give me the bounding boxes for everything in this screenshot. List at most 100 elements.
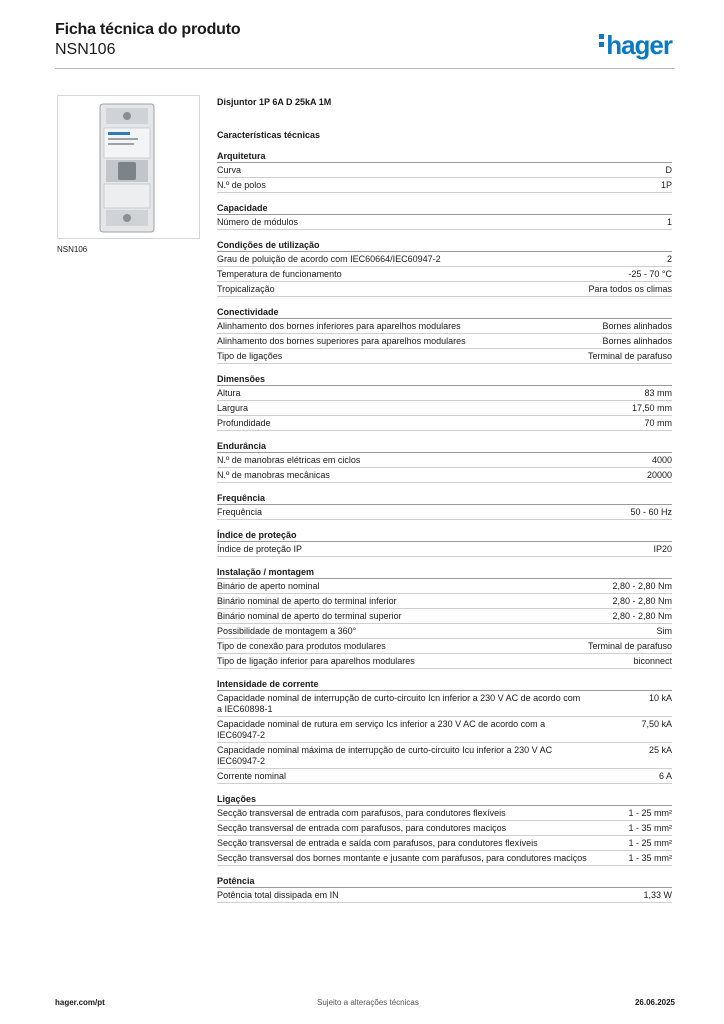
spec-value: 20000 — [646, 469, 672, 480]
page-header: Ficha técnica do produto NSN106 hager — [55, 20, 675, 70]
spec-label: Secção transversal de entrada com parafu… — [217, 807, 506, 818]
spec-value: IP20 — [653, 543, 672, 554]
spec-row: N.º de manobras elétricas em ciclos 4000 — [217, 453, 672, 468]
spec-label: Alinhamento dos bornes superiores para a… — [217, 335, 466, 346]
logo-text: hager — [606, 30, 673, 60]
spec-value: 10 kA — [648, 692, 672, 703]
spec-row: Secção transversal de entrada com parafu… — [217, 821, 672, 836]
spec-value: 1,33 W — [643, 889, 672, 900]
spec-row: Potência total dissipada em IN 1,33 W — [217, 888, 672, 903]
spec-row: Tipo de ligação inferior para aparelhos … — [217, 654, 672, 669]
spec-value: -25 - 70 °C — [628, 268, 672, 279]
spec-value: 2,80 - 2,80 Nm — [612, 610, 672, 621]
product-image — [57, 95, 200, 239]
spec-label: Tipo de ligação inferior para aparelhos … — [217, 655, 415, 666]
spec-group-title: Instalação / montagem — [217, 566, 672, 579]
spec-row: Binário nominal de aperto do terminal su… — [217, 609, 672, 624]
spec-label: Temperatura de funcionamento — [217, 268, 342, 279]
spec-row: Alinhamento dos bornes inferiores para a… — [217, 319, 672, 334]
footer-website[interactable]: hager.com/pt — [55, 998, 105, 1007]
spec-label: Largura — [217, 402, 249, 413]
spec-row: Número de módulos 1 — [217, 215, 672, 230]
spec-label: N.º de manobras mecânicas — [217, 469, 330, 480]
spec-value: 6 A — [658, 770, 672, 781]
spec-value: 50 - 60 Hz — [630, 506, 672, 517]
spec-row: Largura 17,50 mm — [217, 401, 672, 416]
spec-group-title: Endurância — [217, 440, 672, 453]
spec-value: 17,50 mm — [631, 402, 672, 413]
image-caption: NSN106 — [57, 245, 88, 254]
spec-row: Temperatura de funcionamento -25 - 70 °C — [217, 267, 672, 282]
spec-label: Capacidade nominal de rutura em serviço … — [217, 718, 546, 740]
spec-row: Curva D — [217, 163, 672, 178]
spec-row: Altura 83 mm — [217, 386, 672, 401]
header-divider — [55, 68, 675, 69]
spec-group-title: Índice de proteção — [217, 529, 672, 542]
spec-label: Corrente nominal — [217, 770, 287, 781]
spec-label: Profundidade — [217, 417, 271, 428]
spec-row: N.º de manobras mecânicas 20000 — [217, 468, 672, 483]
spec-row: Capacidade nominal de rutura em serviço … — [217, 717, 672, 743]
spec-label: Frequência — [217, 506, 263, 517]
spec-label: Altura — [217, 387, 241, 398]
spec-group-title: Potência — [217, 875, 672, 888]
spec-group-title: Condições de utilização — [217, 239, 672, 252]
spec-label: Curva — [217, 164, 242, 175]
spec-label: Tropicalização — [217, 283, 275, 294]
spec-value: Para todos os climas — [588, 283, 672, 294]
spec-value: D — [665, 164, 673, 175]
spec-label: Tipo de conexão para produtos modulares — [217, 640, 386, 651]
spec-value: 2 — [666, 253, 672, 264]
spec-row: Secção transversal de entrada e saída co… — [217, 836, 672, 851]
spec-value: Terminal de parafuso — [587, 350, 672, 361]
spec-row: Alinhamento dos bornes superiores para a… — [217, 334, 672, 349]
spec-label: N.º de manobras elétricas em ciclos — [217, 454, 361, 465]
page-title: Ficha técnica do produto — [55, 21, 241, 38]
spec-row: Tipo de conexão para produtos modulares T… — [217, 639, 672, 654]
spec-value: 1 - 25 mm² — [628, 807, 672, 818]
spec-row: Binário nominal de aperto do terminal in… — [217, 594, 672, 609]
spec-label: Alinhamento dos bornes inferiores para a… — [217, 320, 461, 331]
spec-value: 7,50 kA — [641, 718, 672, 729]
spec-label: Binário nominal de aperto do terminal su… — [217, 610, 402, 621]
spec-value: Bornes alinhados — [602, 335, 672, 346]
spec-label: Potência total dissipada em IN — [217, 889, 339, 900]
spec-value: 2,80 - 2,80 Nm — [612, 580, 672, 591]
spec-label: Número de módulos — [217, 216, 299, 227]
spec-value: 1 - 35 mm² — [628, 852, 672, 863]
spec-label: Binário nominal de aperto do terminal in… — [217, 595, 397, 606]
spec-value: 2,80 - 2,80 Nm — [612, 595, 672, 606]
spec-label: Capacidade nominal máxima de interrupção… — [217, 744, 553, 766]
spec-group-title: Ligações — [217, 793, 672, 806]
spec-value: Terminal de parafuso — [587, 640, 672, 651]
spec-value: 1 — [666, 216, 672, 227]
spec-group-title: Conectividade — [217, 306, 672, 319]
spec-row: Tropicalização Para todos os climas — [217, 282, 672, 297]
spec-row: Possibilidade de montagem a 360°Sim — [217, 624, 672, 639]
spec-label: Capacidade nominal de interrupção de cur… — [217, 692, 581, 714]
spec-label: Tipo de ligações — [217, 350, 283, 361]
spec-value: biconnect — [633, 655, 672, 666]
spec-value: 83 mm — [644, 387, 672, 398]
spec-value: 4000 — [651, 454, 672, 465]
technical-sheet: Disjuntor 1P 6A D 25kA 1M Característica… — [217, 95, 672, 912]
hager-logo: hager — [599, 30, 673, 61]
spec-group-title: Intensidade de corrente — [217, 678, 672, 691]
spec-value: Bornes alinhados — [602, 320, 672, 331]
product-description: Disjuntor 1P 6A D 25kA 1M — [217, 97, 332, 107]
